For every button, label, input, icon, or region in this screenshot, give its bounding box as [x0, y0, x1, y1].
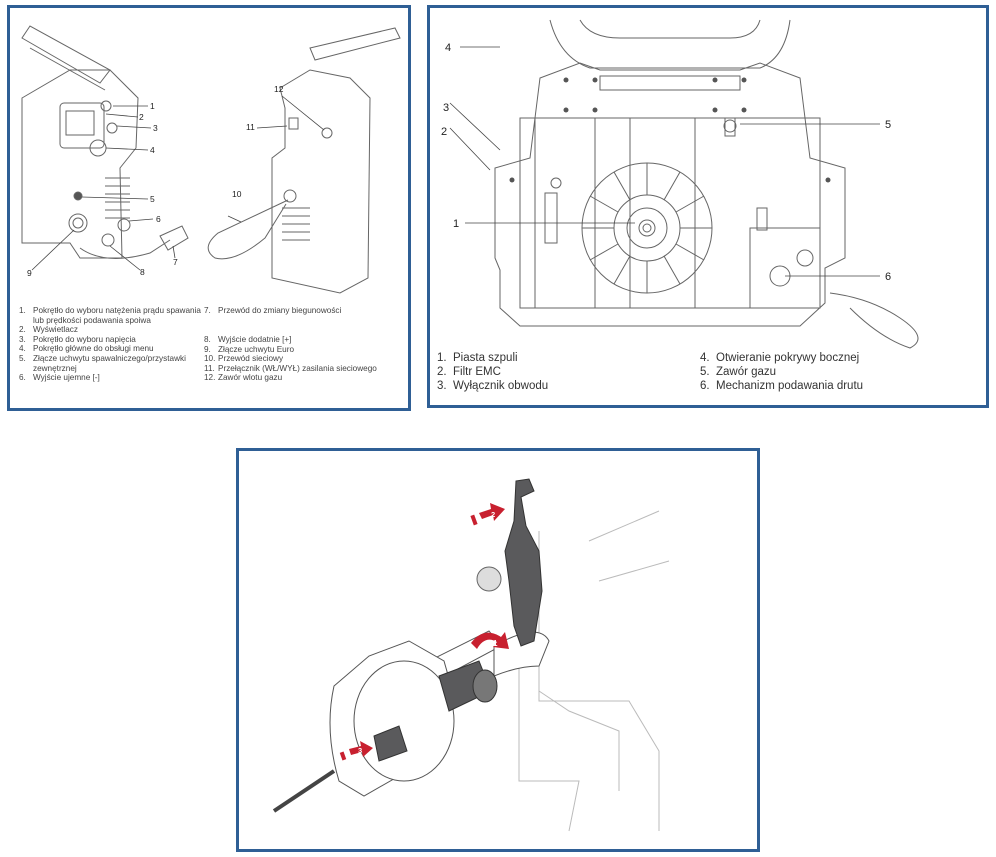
step-1-arrow: 1 [471, 632, 509, 649]
step-1-label: 1 [493, 639, 498, 648]
knob-1 [100, 100, 112, 112]
euro-connector-9 [68, 213, 88, 233]
legend-left-column: 1.Piasta szpuli 2.Filtr EMC 3.Wyłącznik … [437, 351, 697, 393]
output-negative-6 [117, 218, 131, 232]
legend-item: 8.Wyjście dodatnie [+] [204, 335, 292, 344]
knob-3 [106, 122, 118, 134]
callout-10: 10 [232, 189, 242, 199]
spool-spokes [582, 163, 712, 293]
display-screen [65, 110, 95, 136]
step-2-arrow: 2 [470, 503, 505, 526]
callout-8: 8 [140, 267, 145, 277]
legend-item: 2.Filtr EMC [437, 366, 501, 378]
mains-cable-10 [207, 199, 289, 260]
legend-item: 5.Złącze uchwytu spawalniczego/przystawk… [19, 353, 186, 373]
legend-item: 10.Przewód sieciowy [204, 354, 284, 364]
legend-item: 7.Przewód do zmiany biegunowości [204, 306, 342, 315]
legend-right-column: 4.Otwieranie pokrywy bocznej 5.Zawór gaz… [700, 351, 970, 393]
pressure-knob [756, 207, 768, 231]
legend-item: 4.Otwieranie pokrywy bocznej [700, 352, 860, 364]
legend-item: 11.Przełącznik (WŁ/WYŁ) zasilania siecio… [204, 363, 377, 373]
callout-5: 5 [885, 119, 891, 131]
pressure-roller [476, 566, 502, 592]
spool-hub [638, 219, 656, 237]
callout-11: 11 [246, 122, 255, 132]
legend-item: 9.Złącze uchwytu Euro [204, 344, 294, 354]
power-switch-11 [288, 117, 299, 130]
callout-5: 5 [150, 194, 155, 204]
connector-5 [73, 191, 83, 201]
callout-4: 4 [445, 42, 451, 54]
circuit-breaker [550, 177, 562, 189]
legend-item: 1.Piasta szpuli [437, 352, 518, 364]
wire-feed-illustration: 1 2 3 [272, 478, 670, 832]
callout-2: 2 [441, 126, 447, 138]
side-cover-open [549, 19, 791, 69]
wire-feed-mechanism [749, 227, 821, 309]
lock-knob [373, 725, 408, 762]
callout-3: 3 [153, 123, 158, 133]
gas-valve [723, 119, 737, 133]
legend-item: 6.Wyjście ujemne [-] [19, 373, 100, 383]
interior-cavity [519, 117, 821, 309]
pressure-lever [504, 478, 543, 647]
output-positive-8 [101, 233, 115, 247]
step-arrows: 1 2 3 [339, 503, 509, 761]
handle-left [21, 25, 111, 84]
legend-item: 12.Zawór wlotu gazu [204, 373, 283, 383]
step-3-arrow: 3 [339, 741, 373, 761]
welder-frame [494, 62, 846, 327]
emc-filter [544, 192, 558, 244]
legend-item: 5.Zawór gazu [700, 366, 777, 378]
step-3-label: 3 [358, 746, 362, 755]
legend-item: 3.Wyłącznik obwodu [437, 380, 549, 392]
callout-1: 1 [453, 218, 459, 230]
welder-front-back-illustration: 1 2 3 4 5 6 7 8 9 10 11 12 [21, 25, 401, 294]
step-2-label: 2 [491, 510, 495, 519]
callout-6: 6 [156, 214, 161, 224]
legend-item: 3.Pokrętło do wyboru napięcia [19, 334, 136, 344]
legend-right-column: 7.Przewód do zmiany biegunowości 8.Wyjśc… [204, 306, 404, 383]
wire-feed-instruction-panel: 1 2 3 [236, 448, 760, 852]
callout-2: 2 [139, 112, 144, 122]
callout-3: 3 [443, 102, 449, 114]
callout-1: 1 [150, 101, 155, 111]
front-back-diagram-panel: 1 2 3 4 5 6 7 8 9 10 11 12 1.Pokrętło do… [7, 5, 411, 411]
callout-12: 12 [274, 84, 284, 94]
callout-6: 6 [885, 271, 891, 283]
legend-left-column: 1.Pokrętło do wyboru natężenia prądu spa… [19, 306, 211, 383]
polarity-cable-plug [159, 225, 189, 251]
display-frame [59, 102, 105, 149]
legend-item: 2.Wyświetlacz [19, 325, 78, 335]
legend-item: 1.Pokrętło do wyboru natężenia prądu spa… [19, 306, 201, 325]
torch-cable [829, 292, 919, 349]
callout-7: 7 [173, 257, 178, 267]
legend-item: 4.Pokrętło główne do obsługi menu [19, 344, 154, 354]
legend-item: 6.Mechanizm podawania drutu [700, 380, 864, 392]
welding-wire [272, 769, 336, 813]
callout-4: 4 [150, 145, 155, 155]
welder-side-interior-illustration: 4 3 2 1 5 6 [441, 19, 919, 349]
callout-9: 9 [27, 268, 32, 278]
side-open-diagram-panel: 4 3 2 1 5 6 1.Piasta szpuli 2.Filtr EMC … [427, 5, 989, 408]
gas-inlet-12 [321, 127, 333, 139]
